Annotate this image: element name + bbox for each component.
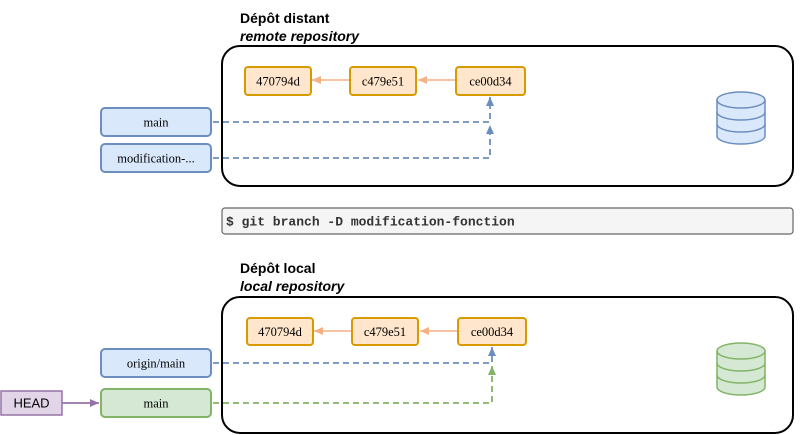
command-text: $ git branch -D modification-fonction bbox=[226, 215, 515, 230]
database-icon bbox=[716, 91, 766, 145]
commit-hash: c479e51 bbox=[364, 325, 406, 339]
remote-repository-box bbox=[221, 45, 794, 187]
commit-node[interactable]: ce00d34 bbox=[457, 317, 527, 346]
commit-hash: ce00d34 bbox=[469, 75, 512, 89]
branch-pointer bbox=[213, 366, 496, 404]
commit-hash: c479e51 bbox=[362, 75, 404, 89]
branch-label: origin/main bbox=[127, 357, 186, 371]
branch-main-remote[interactable]: main bbox=[100, 107, 212, 137]
local-subtitle: local repository bbox=[240, 278, 345, 294]
database-icon bbox=[716, 342, 766, 396]
commit-node[interactable]: 470794d bbox=[246, 317, 314, 346]
head-pointer[interactable]: HEAD bbox=[0, 390, 63, 416]
branch-modification-remote[interactable]: modification-... bbox=[100, 143, 212, 173]
branch-label: main bbox=[144, 397, 170, 411]
remote-subtitle: remote repository bbox=[240, 28, 360, 44]
branch-main-local[interactable]: main bbox=[100, 388, 212, 418]
branch-pointer bbox=[213, 347, 496, 364]
commit-hash: 470794d bbox=[256, 75, 301, 89]
commit-node[interactable]: c479e51 bbox=[349, 66, 417, 96]
commit-hash: 470794d bbox=[258, 325, 303, 339]
local-repository-box bbox=[221, 296, 794, 434]
commit-node[interactable]: ce00d34 bbox=[455, 66, 526, 96]
commit-node[interactable]: 470794d bbox=[244, 66, 312, 96]
branch-label: modification-... bbox=[117, 152, 194, 166]
local-title: Dépôt local bbox=[240, 260, 315, 276]
commit-node[interactable]: c479e51 bbox=[351, 317, 419, 346]
local-section: Dépôt local local repository 470794d c47… bbox=[0, 260, 794, 434]
remote-section: Dépôt distant remote repository 470794d … bbox=[100, 10, 794, 187]
head-label: HEAD bbox=[13, 396, 49, 411]
remote-title: Dépôt distant bbox=[240, 10, 330, 26]
branch-pointer bbox=[213, 97, 494, 123]
branch-pointer bbox=[213, 125, 494, 159]
branch-label: main bbox=[144, 116, 170, 130]
command-box: $ git branch -D modification-fonction bbox=[221, 207, 794, 235]
commit-hash: ce00d34 bbox=[471, 325, 514, 339]
branch-origin-main[interactable]: origin/main bbox=[100, 348, 212, 378]
